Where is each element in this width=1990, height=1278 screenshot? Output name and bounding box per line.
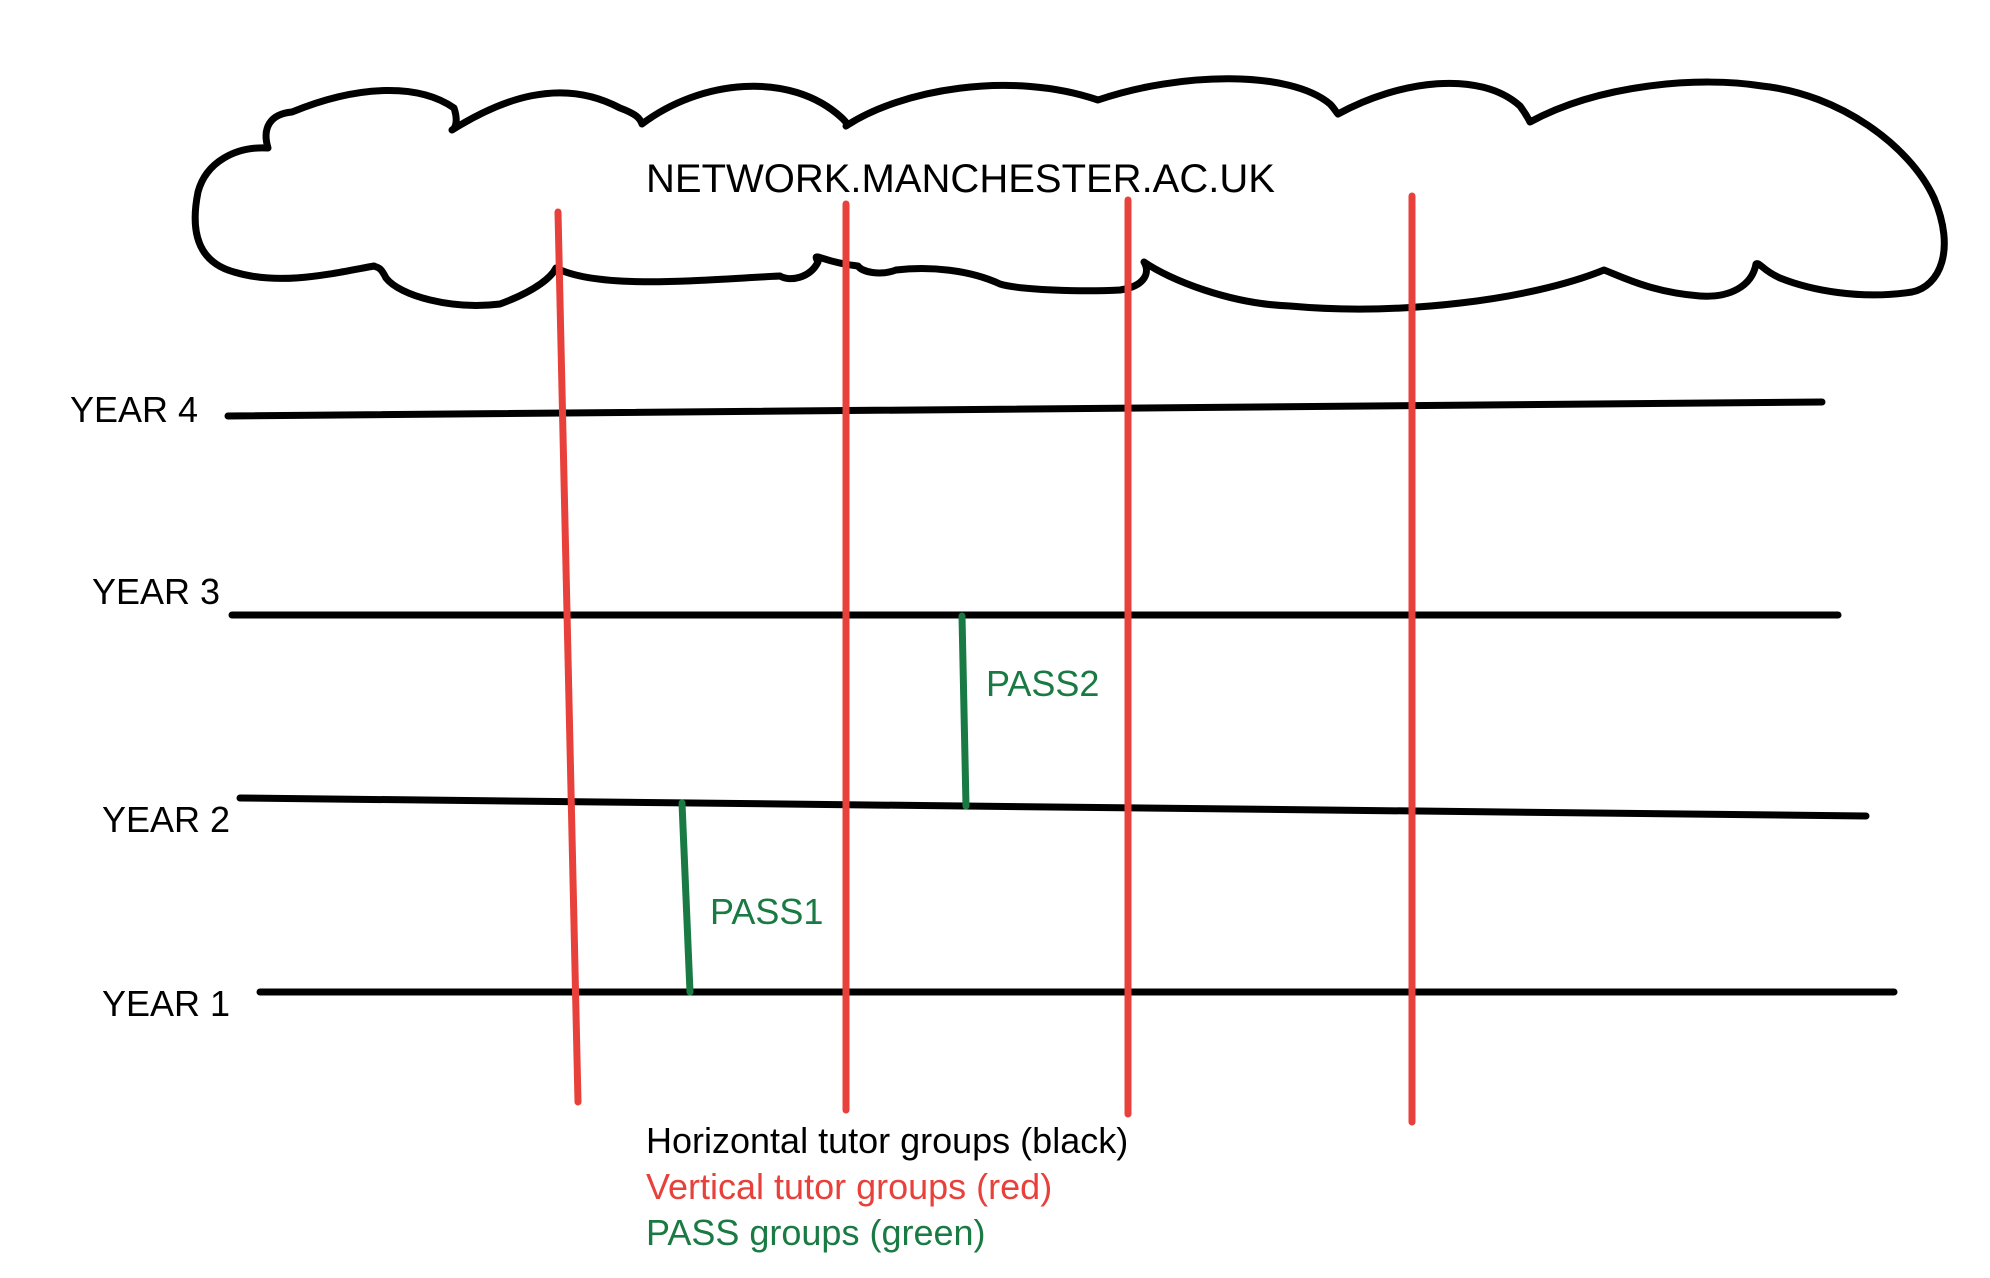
legend-horizontal: Horizontal tutor groups (black) [646, 1120, 1128, 1161]
year-2-line [236, 794, 1870, 820]
year-3-label: YEAR 3 [92, 571, 220, 612]
year-2-label: YEAR 2 [102, 799, 230, 840]
year-4-line [224, 398, 1826, 420]
cloud-title: NETWORK.MANCHESTER.AC.UK [646, 157, 1275, 201]
legend-pass: PASS groups (green) [646, 1212, 986, 1253]
legend: Horizontal tutor groups (black) Vertical… [646, 1120, 1128, 1253]
year-4-label: YEAR 4 [70, 389, 198, 430]
vertical-tutor-groups [554, 192, 1416, 1126]
pass2-line [958, 612, 970, 810]
pass2-label: PASS2 [986, 663, 1099, 704]
pass1-label: PASS1 [710, 891, 823, 932]
pass1-line [678, 799, 694, 996]
horizontal-tutor-groups [224, 398, 1898, 996]
pass-groups [678, 612, 970, 996]
vertical-group-1 [554, 208, 582, 1106]
year-1-label: YEAR 1 [102, 983, 230, 1024]
legend-vertical: Vertical tutor groups (red) [646, 1166, 1052, 1207]
